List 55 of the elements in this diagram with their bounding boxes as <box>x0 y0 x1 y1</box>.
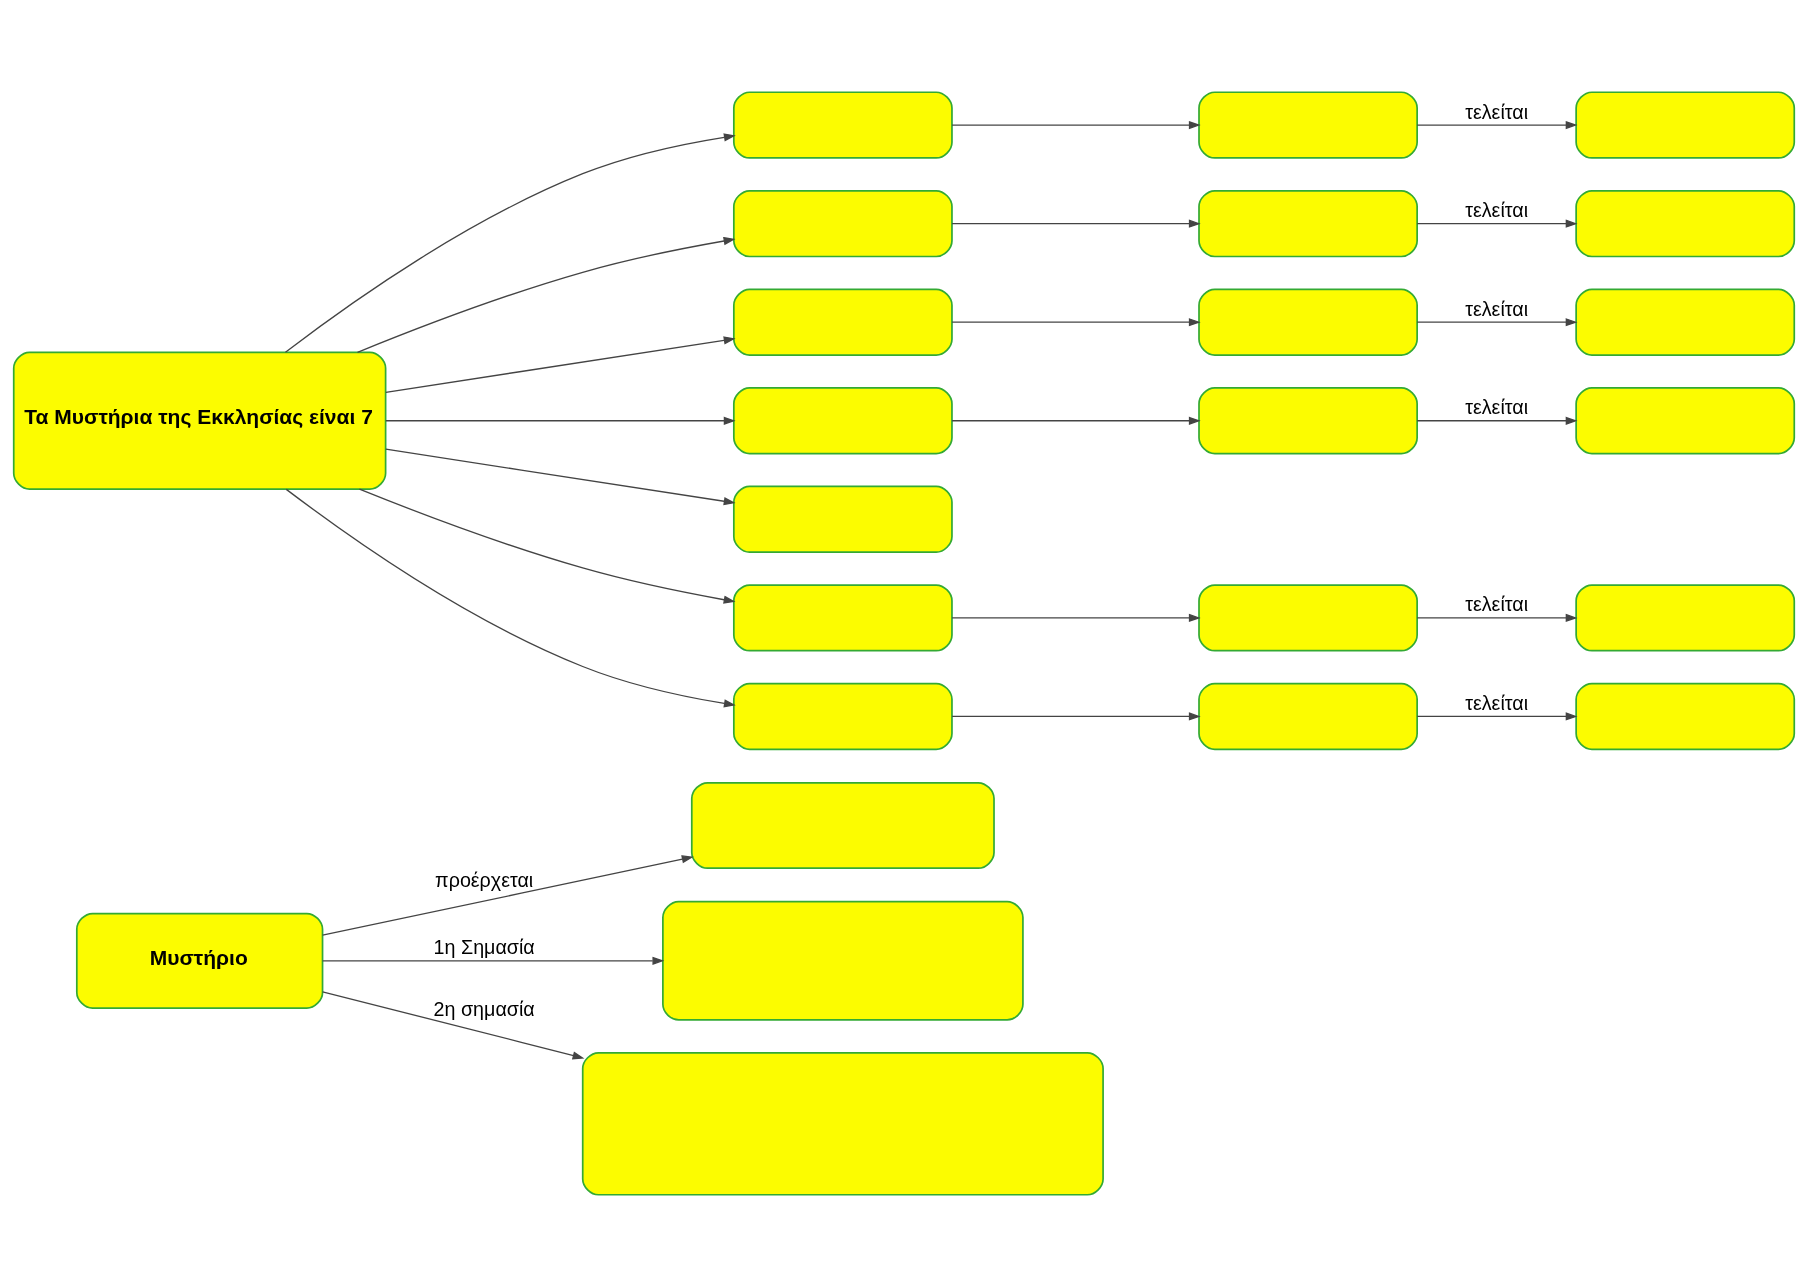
node-box <box>662 900 1024 1021</box>
node-box: Μυστήριο <box>75 912 324 1009</box>
arrow <box>1416 120 1578 130</box>
node-box <box>1575 584 1796 652</box>
arrow <box>356 236 736 353</box>
node-box <box>690 781 995 870</box>
arrow <box>1416 613 1578 623</box>
edge-label: τελείται <box>1465 297 1529 320</box>
arrow <box>1416 416 1578 425</box>
edge-label: τελείται <box>1465 100 1529 123</box>
node-box <box>732 189 953 258</box>
node-box <box>732 387 953 455</box>
arrow <box>321 991 585 1060</box>
node-box <box>732 91 953 159</box>
arrow <box>951 219 1201 228</box>
arrow <box>385 336 736 393</box>
edge-label: προέρχεται <box>435 869 534 892</box>
edge-label: τελείται <box>1465 691 1529 714</box>
node-box <box>1198 189 1418 258</box>
arrow <box>951 712 1201 721</box>
node-box: Τα Μυστήρια της Εκκλησίας είναι 7 <box>12 351 387 490</box>
arrow <box>321 956 665 965</box>
node-box <box>1575 387 1796 455</box>
arrow <box>1416 712 1578 721</box>
node-box <box>1575 91 1796 159</box>
edge-label: 2η σημασία <box>433 998 535 1021</box>
edge-label: τελείται <box>1465 396 1529 419</box>
node-box <box>1198 682 1418 751</box>
node-box <box>1198 584 1418 652</box>
edge-label: 1η Σημασία <box>433 936 535 959</box>
arrow <box>951 416 1201 425</box>
arrow <box>1416 219 1578 228</box>
node-box <box>1198 288 1418 356</box>
edge-label: τελείται <box>1465 199 1529 222</box>
node-box <box>1198 91 1418 159</box>
edge-label: τελείται <box>1465 593 1529 616</box>
node-box <box>732 485 953 554</box>
arrow <box>358 488 736 604</box>
arrow <box>321 855 694 936</box>
arrow <box>385 448 736 506</box>
arrow <box>385 416 736 425</box>
node-box <box>1198 387 1418 455</box>
node-box <box>1575 682 1796 751</box>
arrow <box>1416 318 1578 327</box>
node-box <box>732 288 953 356</box>
arrow <box>951 120 1201 130</box>
arrow <box>285 488 736 708</box>
node-box <box>732 584 953 652</box>
arrow <box>951 318 1201 327</box>
node-box <box>732 682 953 751</box>
node-box <box>1575 189 1796 258</box>
arrow <box>951 613 1201 623</box>
node-box <box>581 1051 1104 1196</box>
arrow <box>284 133 736 353</box>
node-box <box>1575 288 1796 356</box>
